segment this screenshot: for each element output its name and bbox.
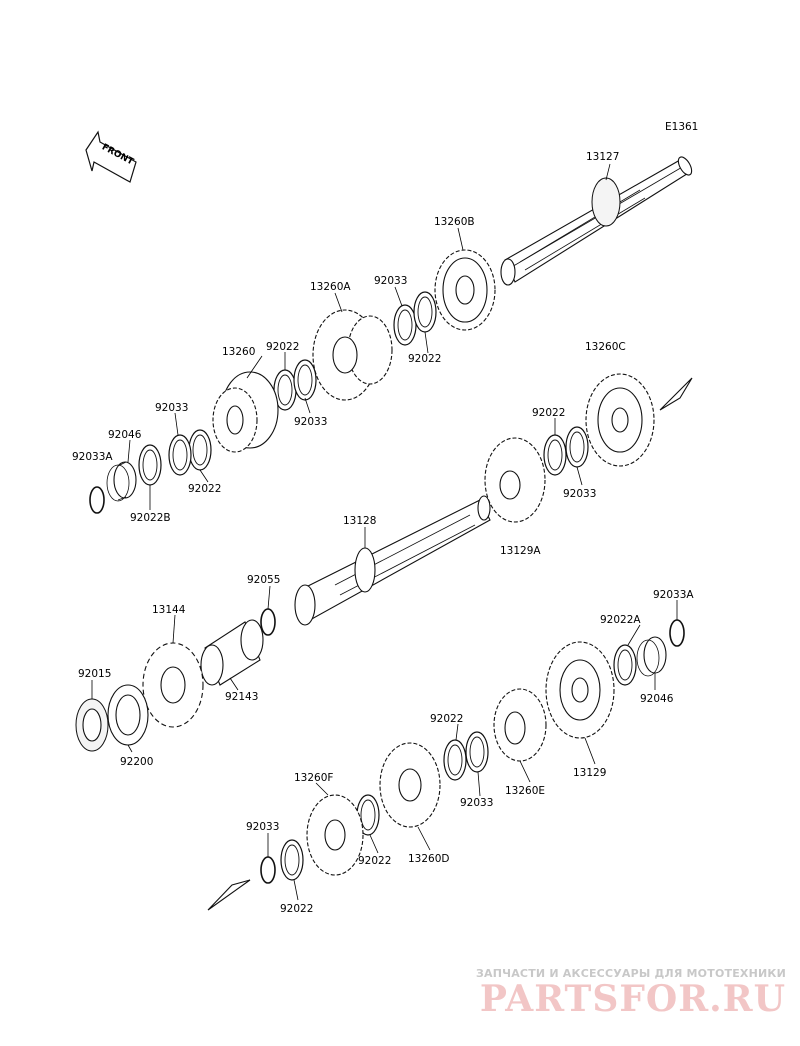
label-13260C: 13260C [585, 341, 626, 353]
label-92055: 92055 [247, 574, 280, 586]
ring-92033-c [565, 426, 589, 468]
watermark-logo: PARTSFOR.RU [479, 978, 786, 1020]
seal-92015 [75, 698, 109, 752]
label-13127: 13127 [586, 151, 619, 163]
gear-13260F [306, 794, 364, 876]
label-92033A-left: 92033A [72, 451, 113, 463]
gear-13129A [484, 437, 546, 523]
gear-13260D [379, 742, 441, 828]
bearing-92046-left [106, 461, 137, 502]
circlip-92055 [260, 608, 276, 636]
label-13260E: 13260E [505, 785, 545, 797]
ring-92022B [138, 444, 162, 486]
ring-92022-d [443, 739, 467, 781]
label-13260D: 13260D [408, 853, 450, 865]
bearing-92046-right [636, 636, 667, 677]
washer-92200 [107, 684, 149, 746]
label-92022-f: 92022 [280, 903, 313, 915]
ring-92033-d [465, 731, 489, 773]
label-13260B: 13260B [434, 216, 475, 228]
gear-13260A [312, 309, 393, 401]
label-13260: 13260 [222, 346, 255, 358]
label-92022-b: 92022 [408, 353, 441, 365]
label-92022A: 92022A [600, 614, 641, 626]
label-92033-e: 92033 [246, 821, 279, 833]
label-92015: 92015 [78, 668, 111, 680]
label-92022B: 92022B [130, 512, 171, 524]
gear-13129 [545, 641, 615, 739]
label-92033-d: 92033 [460, 797, 493, 809]
label-13128: 13128 [343, 515, 376, 527]
label-13129: 13129 [573, 767, 606, 779]
label-13260F: 13260F [294, 772, 333, 784]
label-92022-left: 92022 [188, 483, 221, 495]
label-92022-c: 92022 [532, 407, 565, 419]
circlip-92033A-left [89, 486, 105, 514]
ring-92022-left [188, 429, 212, 471]
diagram-code: E1361 [665, 121, 698, 133]
label-92022-d: 92022 [430, 713, 463, 725]
label-92046-right: 92046 [640, 693, 674, 705]
ring-92022A [613, 644, 637, 686]
label-13129A: 13129A [500, 545, 541, 557]
ring-92033-left [168, 434, 192, 476]
label-92046-left: 92046 [108, 429, 142, 441]
label-92022-a: 92022 [266, 341, 299, 353]
shaft-13128 [294, 495, 491, 626]
front-arrow-icon: FRONT [85, 130, 137, 183]
ring-92022-top [413, 291, 437, 333]
gear-13260B [434, 249, 496, 331]
label-92033A-right: 92033A [653, 589, 694, 601]
ring-92033-mid [293, 359, 317, 401]
ring-92022-f [280, 839, 304, 881]
shaft-13127 [500, 156, 693, 286]
ring-92033-top [393, 304, 417, 346]
gear-13260 [212, 371, 279, 453]
label-92033-top: 92033 [374, 275, 407, 287]
label-92033-mid: 92033 [294, 416, 327, 428]
ring-92022-c [543, 434, 567, 476]
watermark-tagline: ЗАПЧАСТИ И АКСЕССУАРЫ ДЛЯ МОТОТЕХНИКИ [476, 967, 786, 980]
circlip-92033A-right [669, 619, 685, 647]
leader-lines [91, 163, 678, 901]
watermark: ЗАПЧАСТИ И АКСЕССУАРЫ ДЛЯ МОТОТЕХНИКИ PA… [476, 967, 786, 1018]
gear-13260C [585, 373, 655, 467]
label-92143: 92143 [225, 691, 258, 703]
label-13144: 13144 [152, 604, 186, 616]
gear-13260E [493, 688, 547, 762]
circlip-92033-e [260, 856, 276, 884]
label-92200: 92200 [120, 756, 153, 768]
sleeve-92143 [200, 619, 264, 686]
label-92033-left: 92033 [155, 402, 188, 414]
label-92022-e: 92022 [358, 855, 391, 867]
label-13260A: 13260A [310, 281, 351, 293]
sprocket-13144 [142, 642, 204, 728]
label-92033-c: 92033 [563, 488, 596, 500]
